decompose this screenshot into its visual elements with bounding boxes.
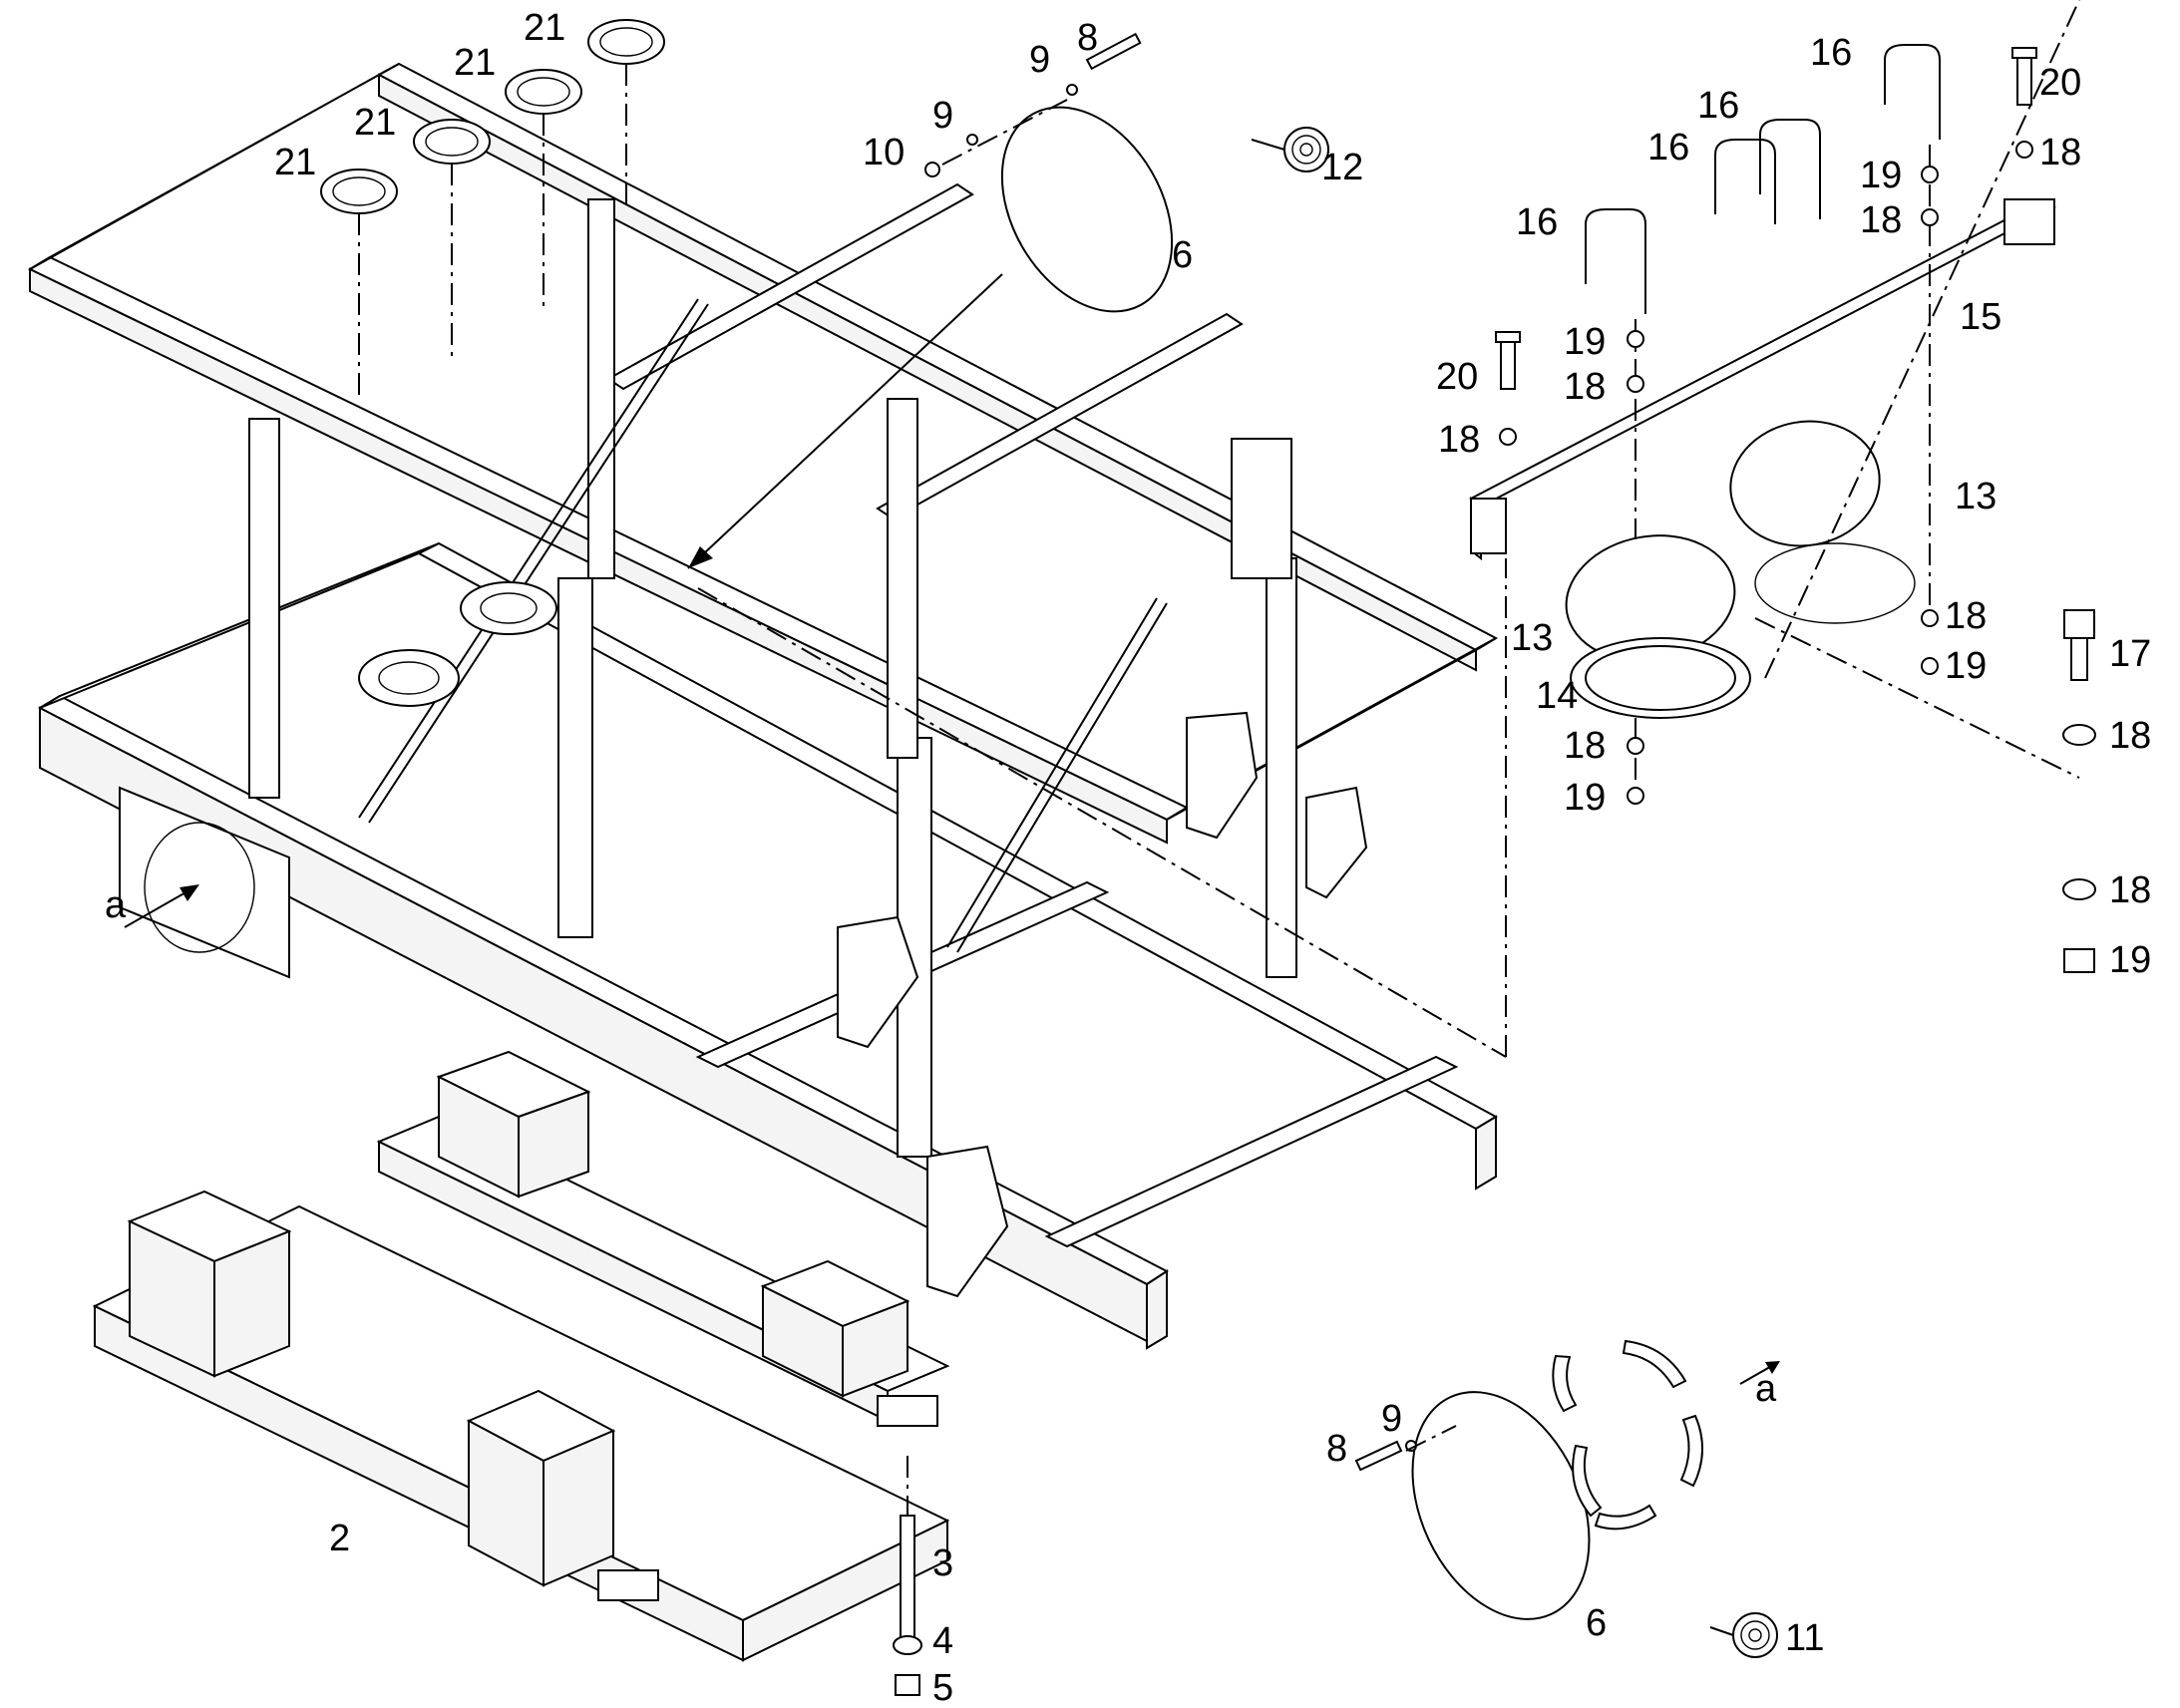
callout-20: 20 bbox=[2039, 62, 2081, 104]
callout-16: 16 bbox=[1810, 32, 1852, 74]
callout-21: 21 bbox=[274, 142, 316, 183]
callout-20: 20 bbox=[1436, 356, 1478, 398]
bolt-20 bbox=[1495, 47, 2037, 446]
callout-3: 3 bbox=[932, 1542, 953, 1584]
callout-18: 18 bbox=[1438, 419, 1480, 461]
cover-plate-lower bbox=[1354, 1339, 1780, 1620]
crossbeam-15 bbox=[1469, 197, 2056, 561]
cover-plates-13 bbox=[1565, 420, 1916, 719]
callout-15: 15 bbox=[1960, 296, 2001, 338]
callout-16: 16 bbox=[1516, 201, 1558, 243]
callout-18: 18 bbox=[1564, 366, 1606, 408]
callout-19: 19 bbox=[2109, 939, 2151, 981]
callout-19: 19 bbox=[1564, 321, 1606, 363]
bolt-17 bbox=[1754, 0, 2096, 973]
callout-9: 9 bbox=[1029, 39, 1050, 81]
callout-14: 14 bbox=[1536, 675, 1578, 717]
callout-6: 6 bbox=[1172, 234, 1193, 276]
assembly-leader-line bbox=[697, 587, 1507, 1058]
sealant-roll-11 bbox=[1709, 1612, 1778, 1658]
callout-a: a bbox=[105, 884, 127, 926]
view-arrow-a-left bbox=[124, 884, 199, 928]
callout-21: 21 bbox=[354, 102, 396, 144]
callout-18: 18 bbox=[1945, 595, 1987, 637]
callout-a: a bbox=[1755, 1368, 1777, 1410]
callout-19: 19 bbox=[1945, 645, 1987, 687]
callout-17: 17 bbox=[2109, 633, 2151, 675]
main-frame bbox=[27, 62, 1499, 1350]
shipping-pallet bbox=[92, 1050, 950, 1662]
callout-8: 8 bbox=[1077, 17, 1098, 59]
callout-4: 4 bbox=[932, 1620, 953, 1662]
callout-19: 19 bbox=[1860, 155, 1902, 196]
callout-10: 10 bbox=[863, 132, 905, 173]
callout-2: 2 bbox=[329, 1518, 350, 1559]
callout-21: 21 bbox=[524, 7, 565, 49]
callout-11: 11 bbox=[1785, 1617, 1824, 1659]
callout-16: 16 bbox=[1697, 85, 1739, 127]
callout-13: 13 bbox=[1511, 617, 1553, 659]
callout-8: 8 bbox=[1326, 1428, 1347, 1470]
callout-9: 9 bbox=[1381, 1398, 1402, 1440]
callout-13: 13 bbox=[1955, 476, 1997, 517]
gasket-21-set bbox=[320, 19, 665, 399]
callout-labels: 21 21 21 21 8 9 9 10 6 12 16 16 16 16 20… bbox=[105, 7, 2151, 1708]
callout-18: 18 bbox=[2039, 132, 2081, 173]
callout-21: 21 bbox=[454, 42, 496, 84]
callout-5: 5 bbox=[932, 1667, 953, 1708]
callout-19: 19 bbox=[1564, 777, 1606, 819]
callout-6: 6 bbox=[1586, 1602, 1607, 1644]
cover-plate-upper bbox=[687, 32, 1174, 569]
stud-3 bbox=[893, 1456, 922, 1696]
callout-18: 18 bbox=[2109, 869, 2151, 911]
callout-16: 16 bbox=[1647, 127, 1689, 169]
callout-18: 18 bbox=[1860, 199, 1902, 241]
callout-12: 12 bbox=[1321, 147, 1363, 188]
callout-18: 18 bbox=[2109, 715, 2151, 757]
nut-washer-stack bbox=[1627, 166, 1939, 805]
callout-9: 9 bbox=[932, 95, 953, 137]
callout-18: 18 bbox=[1564, 725, 1606, 767]
sealant-roll-12 bbox=[1251, 127, 1329, 172]
